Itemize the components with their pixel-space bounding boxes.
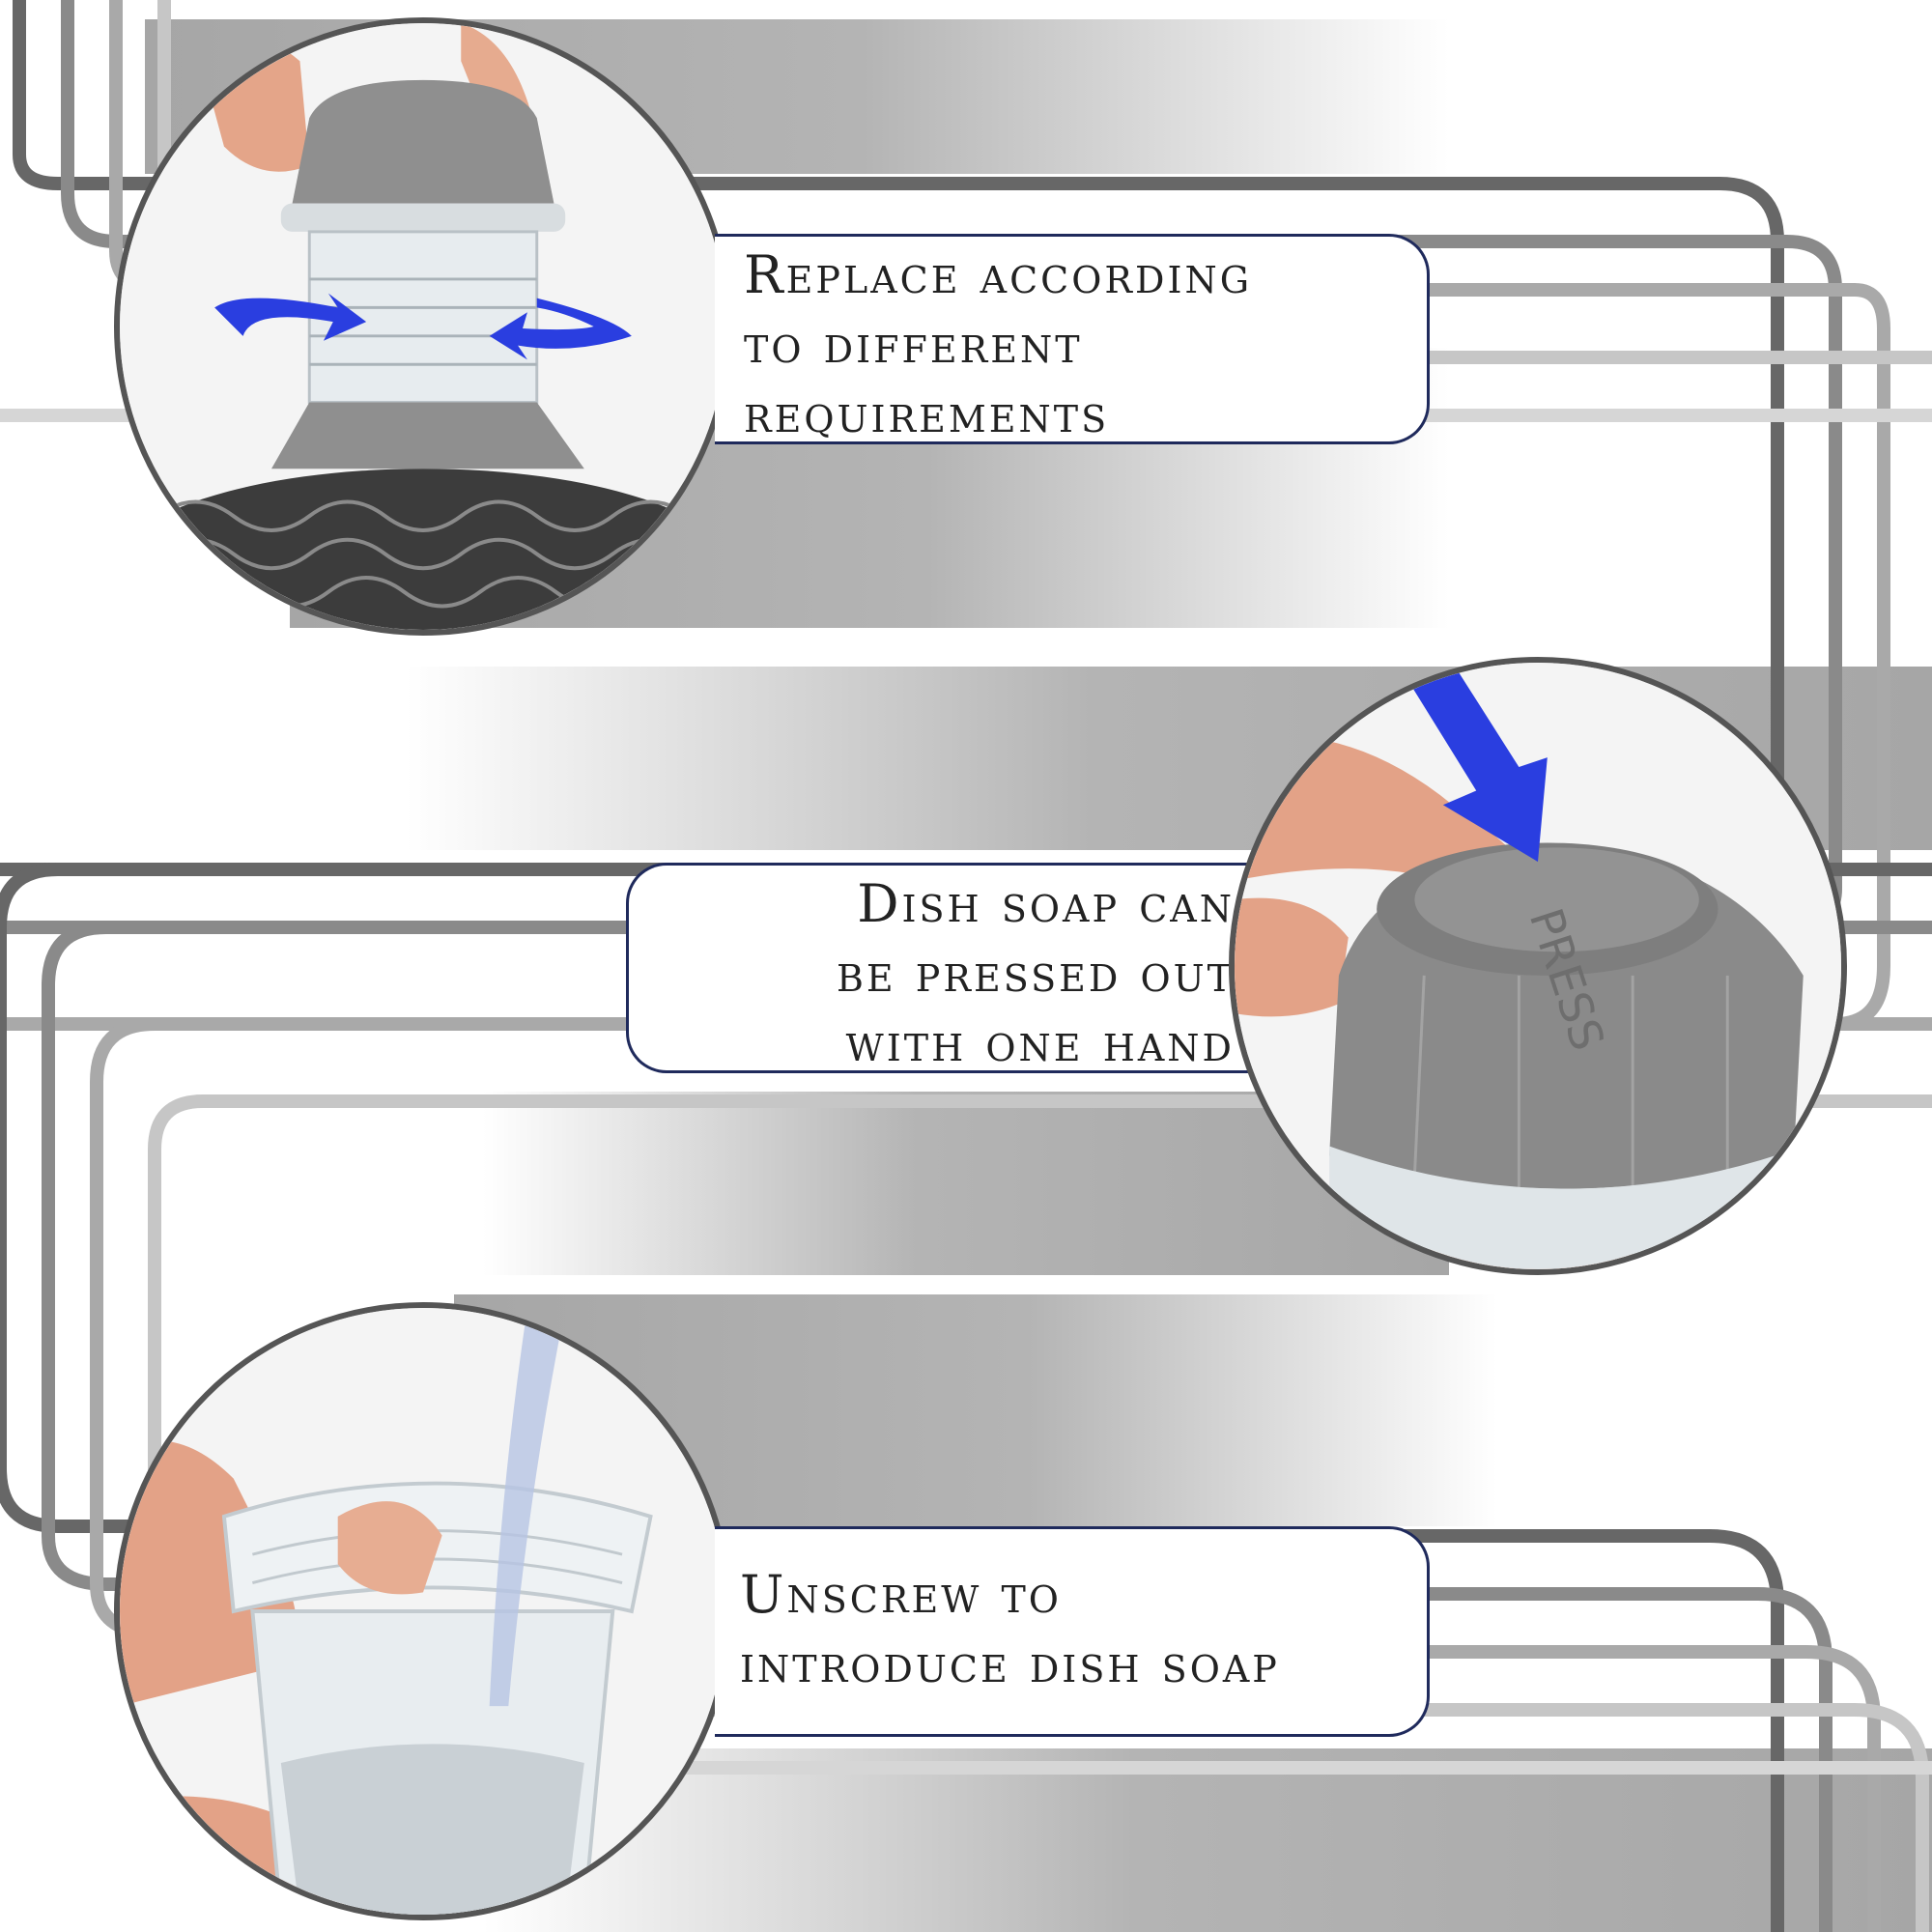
caption-line: to different	[744, 314, 1083, 375]
caption-line: introduce dish soap	[740, 1634, 1280, 1694]
unscrew-caption: Unscrew to introduce dish soap	[715, 1526, 1430, 1737]
caption-line: with one hand	[845, 1012, 1235, 1073]
caption-line: Replace according	[744, 244, 1253, 305]
caption-line: be pressed out	[836, 943, 1235, 1004]
caption-line: Dish soap can	[857, 873, 1235, 934]
press-button-photo: PRESS	[1229, 657, 1847, 1275]
caption-line: Unscrew to	[740, 1564, 1062, 1625]
replace-caption: Replace according to different requireme…	[715, 234, 1430, 444]
press-caption: Dish soap can be pressed out with one ha…	[626, 863, 1264, 1073]
caption-line: requirements	[744, 384, 1110, 444]
replace-head-photo	[114, 17, 732, 636]
unscrew-bottle-photo	[114, 1302, 732, 1920]
